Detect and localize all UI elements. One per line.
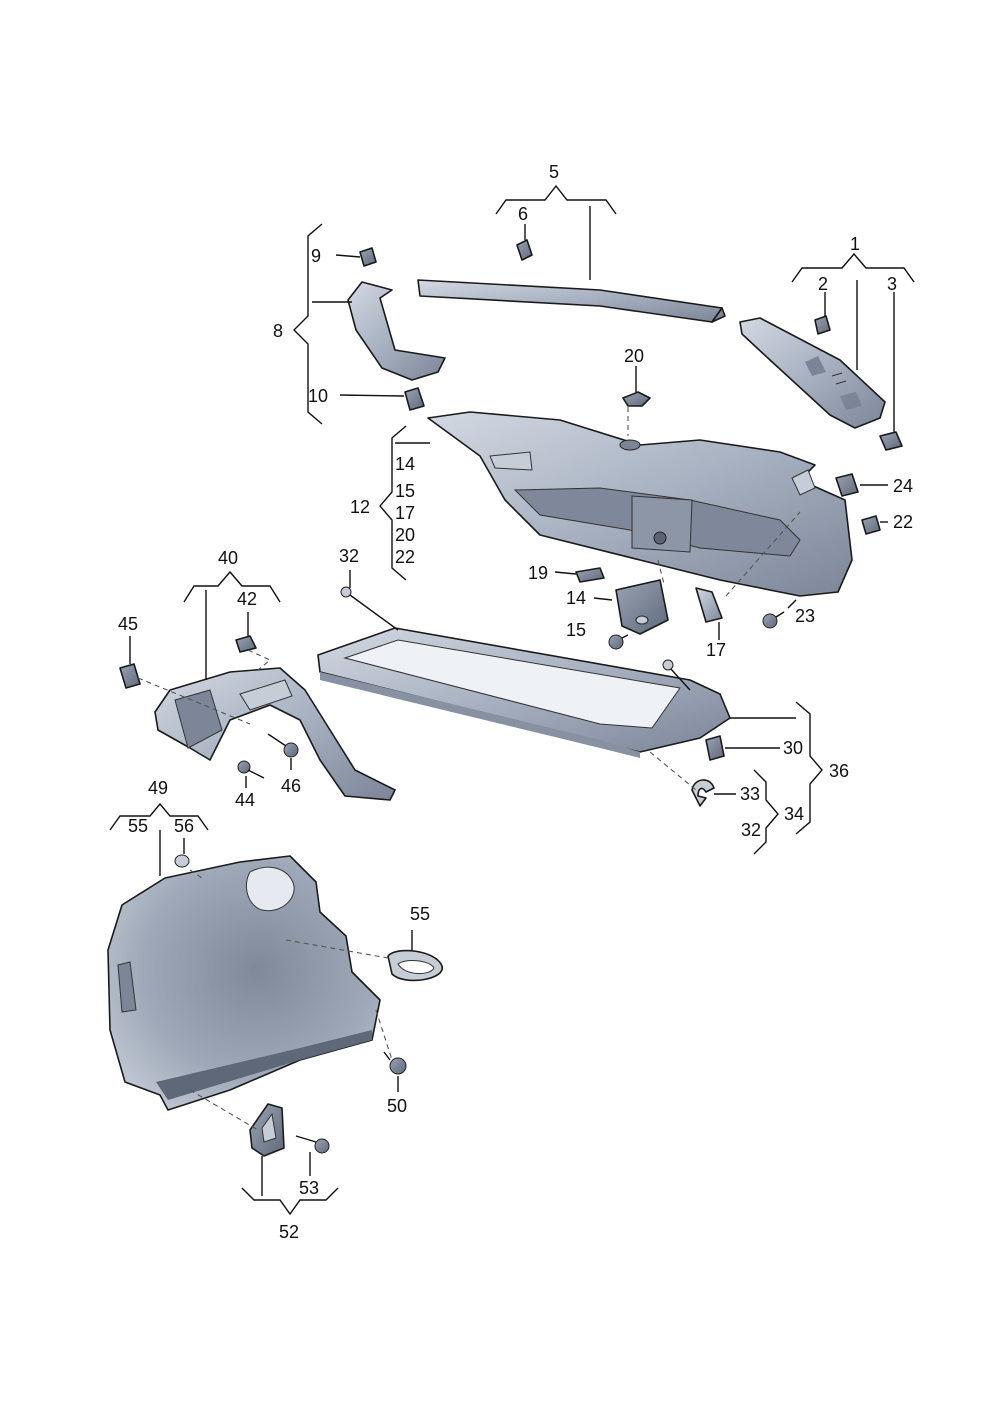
callout-24: 24: [893, 476, 913, 496]
callout-labels: 5 6 1 2 3 9 8 10 20 24 22 14 12 15 17 20…: [118, 162, 913, 1242]
clip-20: [622, 391, 651, 407]
handle-14: [615, 579, 669, 635]
clip-10: [404, 387, 425, 411]
callout-36: 36: [829, 761, 849, 781]
callout-15-brace: 15: [395, 481, 415, 501]
clip-19: [575, 567, 605, 583]
leader-lines: [129, 206, 895, 1196]
callout-9: 9: [311, 246, 321, 266]
clip-9: [359, 247, 377, 267]
clip-22: [861, 515, 881, 535]
bracket-40: [183, 570, 281, 603]
clip-6: [516, 239, 533, 261]
string-32: [340, 586, 691, 691]
upper-trim-strip: [417, 279, 726, 323]
screw-53: [295, 1135, 330, 1154]
pillar-trim-left: [347, 281, 446, 381]
screw-15: [608, 634, 629, 650]
bracket-36: [795, 701, 823, 835]
bracket-1: [791, 252, 915, 283]
clip-3: [879, 431, 903, 451]
callout-40: 40: [218, 548, 238, 568]
callout-19: 19: [528, 563, 548, 583]
callout-22-brace: 22: [395, 547, 415, 567]
callout-20-top: 20: [624, 346, 644, 366]
callout-15-part: 15: [566, 620, 586, 640]
bracket-34: [753, 769, 779, 855]
clip-30: [705, 735, 725, 761]
callout-30: 30: [783, 738, 803, 758]
callout-17-brace: 17: [395, 503, 415, 523]
callout-46: 46: [281, 776, 301, 796]
callout-23: 23: [795, 606, 815, 626]
callout-56: 56: [174, 816, 194, 836]
callout-12: 12: [350, 497, 370, 517]
callout-55-part: 55: [410, 904, 430, 924]
cover-52: [249, 1103, 285, 1157]
side-trim-40: [154, 667, 396, 801]
callout-49: 49: [148, 778, 168, 798]
callout-22-right: 22: [893, 512, 913, 532]
callout-55-brace: 55: [128, 816, 148, 836]
pillar-trim-right: [739, 317, 886, 429]
cover-17: [695, 587, 723, 623]
screw-50: [383, 1051, 407, 1075]
callout-20-brace: 20: [395, 525, 415, 545]
callout-32-top: 32: [339, 546, 359, 566]
bracket-5: [495, 184, 617, 215]
callout-42: 42: [237, 589, 257, 609]
side-trim-49: [107, 855, 381, 1111]
callout-44: 44: [235, 790, 255, 810]
bracket-8: [293, 223, 323, 425]
bracket-12: [379, 425, 407, 581]
clip-33: [691, 779, 715, 807]
bracket-52: [241, 1187, 339, 1216]
screw-46: [267, 733, 299, 758]
clip-42: [235, 635, 257, 653]
callout-8: 8: [273, 321, 283, 341]
strap-55: [387, 949, 443, 982]
callout-34: 34: [784, 804, 804, 824]
callout-45: 45: [118, 614, 138, 634]
callout-2: 2: [818, 274, 828, 294]
callout-6: 6: [518, 204, 528, 224]
callout-50: 50: [387, 1096, 407, 1116]
callout-10: 10: [308, 386, 328, 406]
callout-32-brace: 32: [741, 820, 761, 840]
callout-1: 1: [850, 234, 860, 254]
clip-56: [174, 854, 190, 868]
bracket-49: [109, 802, 209, 831]
callout-5: 5: [549, 162, 559, 182]
clip-2: [814, 315, 831, 335]
callout-53: 53: [299, 1178, 319, 1198]
clip-24: [835, 473, 859, 497]
callout-14-brace: 14: [395, 454, 415, 474]
callout-17-part: 17: [706, 640, 726, 660]
callout-3: 3: [887, 274, 897, 294]
bolt-44: [237, 760, 265, 779]
parcel-shelf: [317, 627, 731, 758]
callout-52: 52: [279, 1222, 299, 1242]
callout-14-part: 14: [566, 588, 586, 608]
screw-23: [762, 611, 785, 629]
clip-45: [119, 663, 141, 689]
callout-33: 33: [740, 784, 760, 804]
tailgate-trim-panel: [427, 411, 853, 597]
